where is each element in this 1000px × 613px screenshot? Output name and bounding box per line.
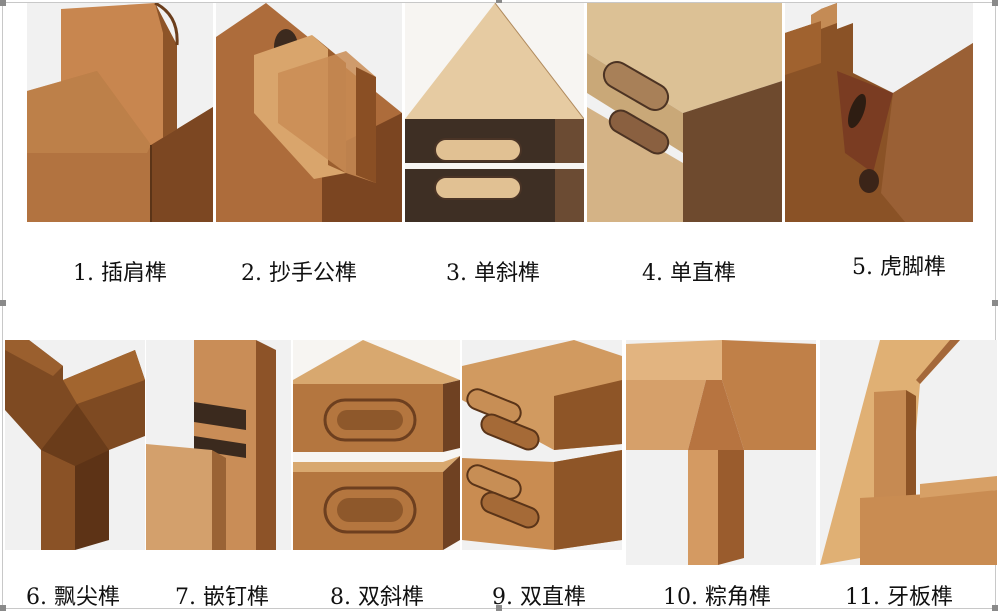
folded-hands-tenon-icon [216, 3, 402, 222]
caption-6: 6. 飘尖榫 [26, 585, 120, 610]
joint-image-1 [27, 3, 213, 222]
caption-9: 9. 双直榫 [492, 585, 586, 610]
resize-handle-bottom-left[interactable] [0, 605, 6, 611]
joint-image-6 [5, 340, 145, 550]
caption-11: 11. 牙板榫 [845, 585, 953, 610]
joint-image-4 [587, 3, 782, 222]
zongjiao-tenon-icon [626, 340, 816, 565]
caption-10: 10. 粽角榫 [663, 585, 771, 610]
insert-shoulder-joint-icon [27, 3, 213, 222]
double-oblique-tenon-icon [293, 340, 460, 550]
caption-3: 3. 单斜榫 [446, 261, 540, 286]
caption-4: 4. 单直榫 [642, 261, 736, 286]
caption-2: 2. 抄手公榫 [241, 261, 357, 286]
caption-1: 1. 插肩榫 [73, 261, 167, 286]
resize-handle-left[interactable] [0, 300, 6, 306]
caption-7: 7. 嵌钉榫 [175, 585, 269, 610]
tiger-foot-tenon-icon [785, 3, 973, 222]
joint-image-10 [626, 340, 816, 565]
joint-image-3 [405, 3, 584, 222]
single-straight-tenon-icon [587, 3, 782, 222]
joint-image-9 [462, 340, 622, 550]
joint-image-7 [146, 340, 291, 550]
resize-handle-right[interactable] [992, 300, 998, 306]
resize-handle-top-left[interactable] [0, 0, 6, 6]
single-oblique-tenon-icon [405, 3, 584, 222]
caption-5: 5. 虎脚榫 [852, 255, 946, 280]
double-straight-tenon-icon [462, 340, 622, 550]
resize-handle-bottom-right[interactable] [992, 605, 998, 611]
floating-tip-tenon-icon [5, 340, 145, 550]
joint-image-2 [216, 3, 402, 222]
embedded-nail-tenon-icon [146, 340, 276, 550]
joint-image-8 [293, 340, 460, 550]
resize-handle-top-right[interactable] [992, 0, 998, 6]
resize-handle-bottom[interactable] [496, 605, 502, 611]
joint-image-11 [820, 340, 997, 565]
caption-8: 8. 双斜榫 [330, 585, 424, 610]
joint-image-5 [785, 3, 973, 222]
apron-tenon-icon [820, 340, 997, 565]
